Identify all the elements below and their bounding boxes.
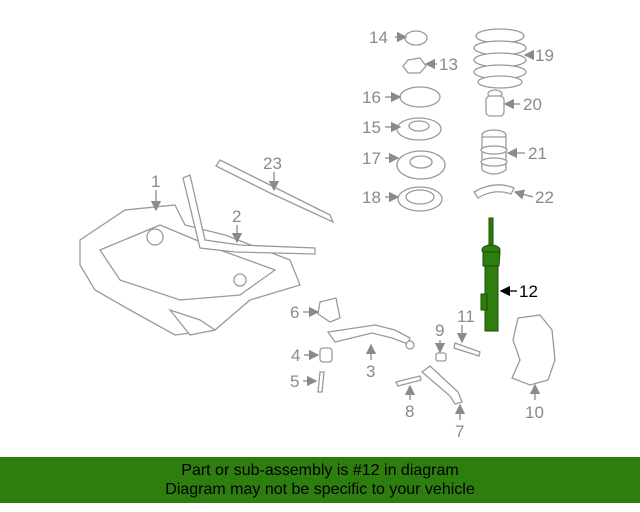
notice-banner: Part or sub-assembly is #12 in diagram D… (0, 457, 640, 503)
callout-21: 21 (528, 144, 547, 163)
callout-5: 5 (290, 372, 299, 391)
callout-16: 16 (362, 88, 381, 107)
callout-8: 8 (405, 402, 414, 421)
part-5 (317, 371, 325, 393)
callout-17: 17 (362, 149, 381, 168)
callout-15: 15 (362, 118, 381, 137)
part-14 (404, 30, 428, 46)
callout-4: 4 (291, 346, 300, 365)
callout-23: 23 (263, 154, 282, 173)
callout-6: 6 (290, 303, 299, 322)
subframe-part (79, 204, 301, 336)
tension-arm-7 (420, 365, 463, 405)
control-arm-3 (326, 324, 411, 345)
part-13 (402, 57, 427, 74)
part-8 (395, 375, 422, 387)
part-9 (435, 352, 447, 362)
part-4 (319, 347, 333, 363)
part-17 (396, 150, 446, 180)
part-21 (480, 129, 508, 175)
parts-diagram: 1 2 23 14 13 16 15 17 18 19 20 21 22 12 … (79, 28, 556, 441)
callout-13: 13 (439, 55, 458, 74)
callout-7: 7 (455, 422, 464, 441)
callout-19: 19 (535, 46, 554, 65)
callout-14: 14 (369, 28, 388, 47)
callout-18: 18 (362, 188, 381, 207)
part-18 (397, 186, 443, 212)
banner-line-1: Part or sub-assembly is #12 in diagram (181, 462, 459, 479)
steering-knuckle-10 (511, 314, 556, 386)
part-16 (399, 86, 441, 108)
callout-10: 10 (525, 403, 544, 422)
brace-2 (182, 174, 316, 255)
banner-line-2: Diagram may not be specific to your vehi… (165, 481, 475, 498)
callout-3: 3 (366, 362, 375, 381)
callout-11: 11 (457, 307, 475, 326)
part-11 (453, 342, 481, 357)
part-6 (317, 297, 341, 323)
part-22 (473, 184, 515, 199)
callout-12: 12 (519, 282, 538, 301)
callout-numbers: 1 2 23 14 13 16 15 17 18 19 20 21 22 12 … (151, 28, 554, 441)
part-19 (473, 28, 527, 89)
callout-2: 2 (232, 207, 241, 226)
callout-9: 9 (435, 321, 444, 340)
leader-lines (150, 31, 541, 420)
strut-assembly-12 (480, 217, 501, 332)
part-20 (485, 89, 505, 117)
part-15 (396, 117, 442, 141)
callout-20: 20 (523, 95, 542, 114)
callout-1: 1 (151, 172, 160, 191)
callout-22: 22 (535, 188, 554, 207)
